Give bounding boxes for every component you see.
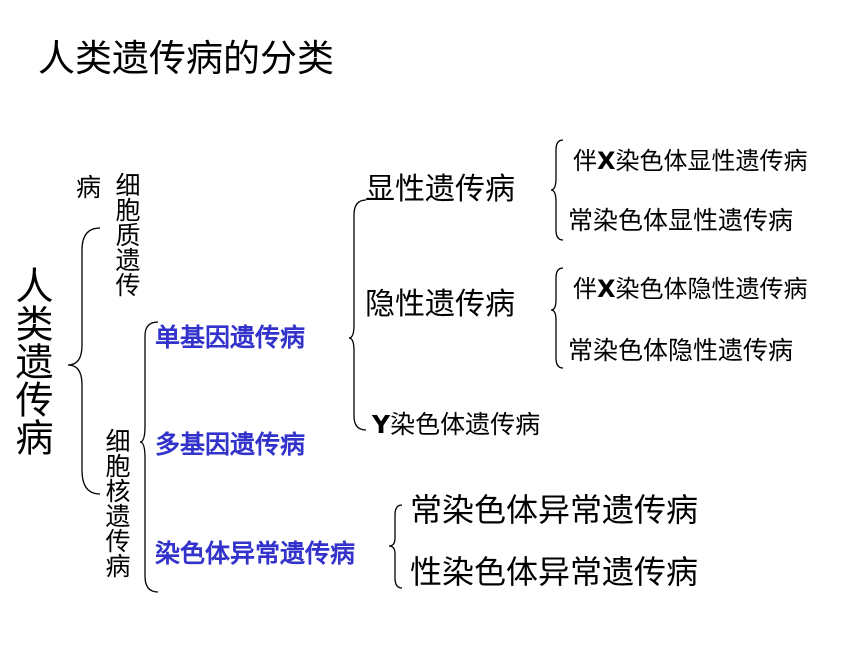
chromosomal-item-autosome: 常染色体异常遗传病 [410, 491, 699, 529]
item-rest: 染色体隐性遗传病 [615, 275, 808, 303]
cytoplasmic-suffix: 病 [76, 173, 102, 202]
root-label: 人类遗传病 [9, 266, 53, 456]
nuclear-brace [139, 321, 159, 593]
dominant-label: 显性遗传病 [365, 172, 515, 207]
dominant-brace [550, 139, 564, 241]
y-prefix: Y [372, 410, 391, 439]
y-linked-text: 染色体遗传病 [390, 410, 541, 439]
recessive-item-autosomal: 常染色体隐性遗传病 [568, 336, 794, 365]
recessive-brace [550, 267, 564, 369]
category-multi-gene: 多基因遗传病 [155, 430, 306, 459]
category-single-gene: 单基因遗传病 [155, 323, 306, 352]
item-x: X [597, 147, 616, 175]
root-brace [67, 227, 101, 495]
item-prefix: 伴 [573, 147, 597, 175]
y-linked-label: Y染色体遗传病 [372, 412, 540, 437]
dominant-item-autosomal: 常染色体显性遗传病 [568, 206, 794, 235]
page-title: 人类遗传病的分类 [38, 37, 334, 80]
cytoplasmic-label: 细胞质遗传 [112, 172, 141, 297]
item-rest: 染色体显性遗传病 [615, 147, 808, 175]
category-chromosomal: 染色体异常遗传病 [155, 539, 356, 568]
chromosomal-item-sex: 性染色体异常遗传病 [410, 553, 699, 591]
item-prefix: 伴 [573, 275, 597, 303]
item-x: X [597, 275, 616, 303]
recessive-item-x-linked: 伴X染色体隐性遗传病 [573, 277, 808, 301]
recessive-label: 隐性遗传病 [365, 287, 515, 322]
chromosomal-brace [388, 504, 403, 589]
nuclear-label: 细胞核遗传病 [102, 428, 131, 578]
dominant-item-x-linked: 伴X染色体显性遗传病 [573, 149, 808, 173]
single-gene-brace [348, 199, 367, 431]
